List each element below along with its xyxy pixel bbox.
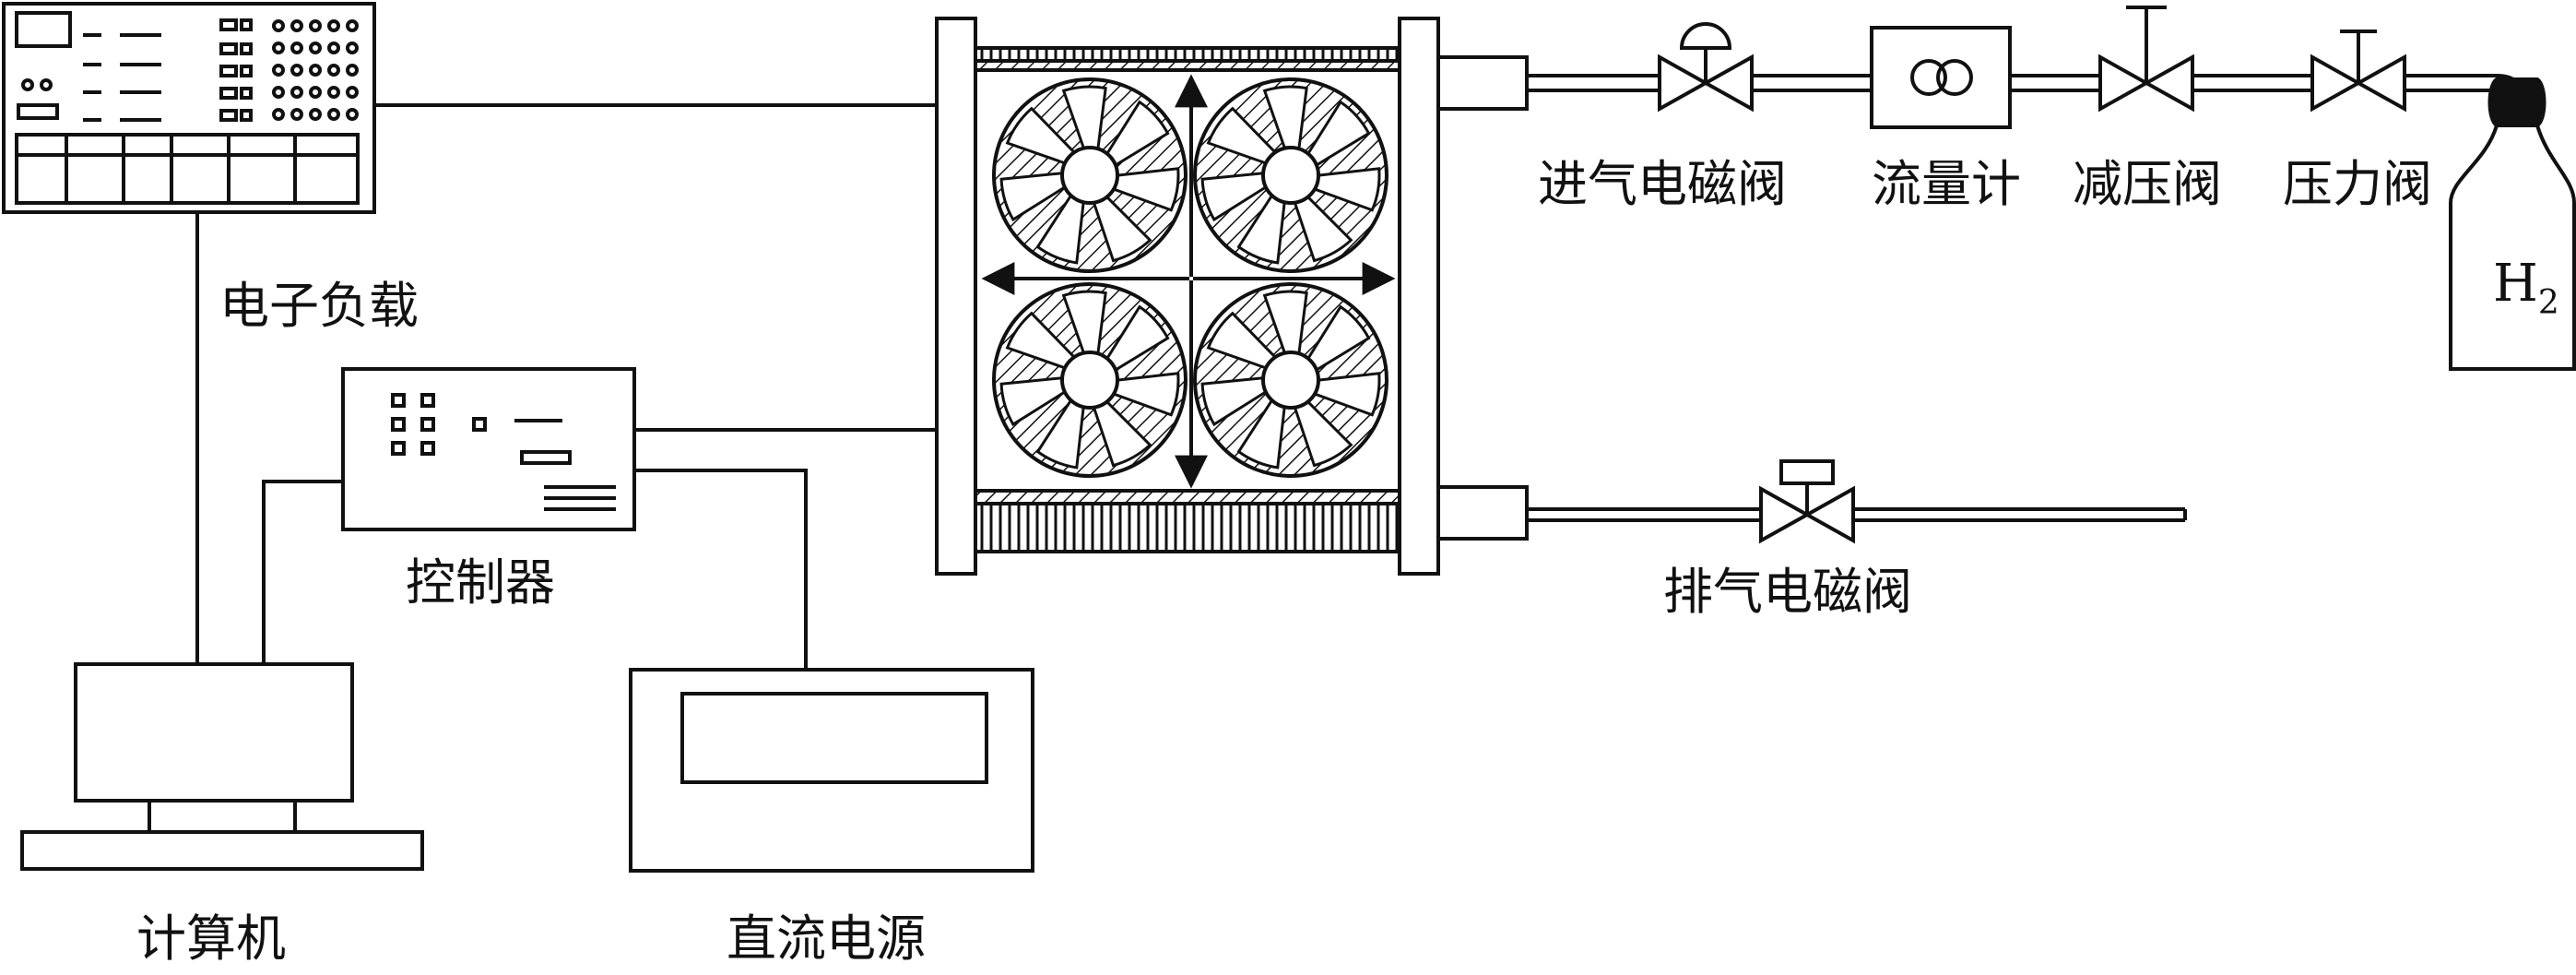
wiring xyxy=(195,103,937,670)
dc-power-label: 直流电源 xyxy=(727,910,926,968)
hydrogen-symbol: H xyxy=(2493,254,2538,314)
fan-3 xyxy=(992,282,1188,478)
exhaust-solenoid-valve-label: 排气电磁阀 xyxy=(1663,563,1912,621)
fuel-cell-stack xyxy=(935,17,1529,576)
pressure-reducing-valve-label: 减压阀 xyxy=(2073,155,2222,213)
fan-4 xyxy=(1193,282,1388,478)
inlet-solenoid-valve-label: 进气电磁阀 xyxy=(1538,155,1787,213)
fan-1 xyxy=(992,77,1188,273)
computer-label: 计算机 xyxy=(136,910,286,968)
hydrogen-label: H2 xyxy=(2493,254,2559,322)
pressure-reducing-valve-symbol xyxy=(2098,6,2194,113)
inlet-solenoid-valve-symbol xyxy=(1658,22,1754,113)
controller-label: 控制器 xyxy=(406,553,555,612)
electronic-load-device xyxy=(2,2,376,214)
fan-2 xyxy=(1193,77,1388,273)
hydrogen-subscript: 2 xyxy=(2538,284,2559,322)
pressure-valve-label: 压力阀 xyxy=(2283,155,2432,213)
pressure-valve-symbol xyxy=(2310,30,2406,113)
electronic-load-label: 电子负载 xyxy=(219,277,419,335)
flow-meter-symbol xyxy=(1870,26,2012,129)
hydrogen-cylinder xyxy=(2449,77,2576,371)
exhaust-line xyxy=(1527,507,2187,522)
flow-meter-label: 流量计 xyxy=(1872,155,2021,213)
computer-device xyxy=(20,662,424,871)
controller-device xyxy=(341,367,636,531)
dc-power-device xyxy=(629,668,1034,873)
exhaust-solenoid-valve-symbol xyxy=(1759,459,1855,544)
